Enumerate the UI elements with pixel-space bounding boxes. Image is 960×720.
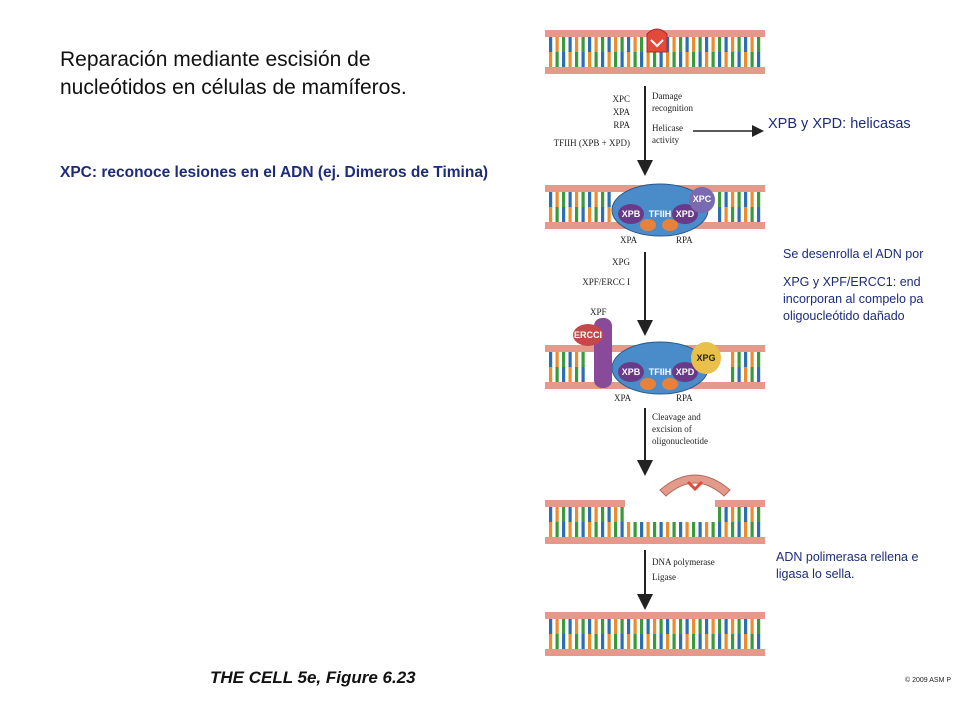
step1-process: Damage recognition Helicase activity (652, 91, 693, 145)
factor-xpa: XPA (613, 107, 631, 117)
polymerase-note: ADN polimerasa rellena e ligasa lo sella… (776, 549, 918, 583)
process-helicase: Helicase (652, 123, 683, 133)
lesion-icon (646, 28, 668, 53)
endonuclease-note-line2: incorporan al compelo pa (783, 292, 924, 306)
rpa-label-2: RPA (676, 393, 693, 403)
process-excision: excision of (652, 424, 692, 434)
endonuclease-note-line1: XPG y XPF/ERCC1: end (783, 275, 921, 289)
xpb-label-2: XPB (622, 367, 641, 377)
process-oligonucleotide: oligonucleotide (652, 436, 708, 446)
factor-xpf-ercc1: XPF/ERCC I (582, 277, 630, 287)
xpa-label-1: XPA (620, 235, 638, 245)
tfiih-label: TFIIH (649, 209, 672, 219)
dna-duplex-gapped (545, 500, 765, 544)
thymine-dimer-icon (650, 39, 664, 48)
process-polymerase: DNA polymerase (652, 557, 715, 567)
process-cleavage: Cleavage and (652, 412, 701, 422)
excised-lesion-icon (686, 480, 704, 492)
incision-complex: TFIIH XPB XPD ERCCI XPF XPG XPA RPA (573, 307, 721, 403)
helicase-note: XPB y XPD: helicasas (768, 116, 911, 132)
factor-tfiih: TFIIH (XPB + XPD) (554, 138, 630, 148)
page-title: Reparación mediante escisión de nucleóti… (60, 48, 407, 99)
dna-duplex-repaired (545, 612, 765, 656)
process-recognition: recognition (652, 103, 693, 113)
endonuclease-note: XPG y XPF/ERCC1: end incorporan al compe… (783, 274, 923, 325)
endonuclease-note-line3: oligoucleótido dañado (783, 309, 905, 323)
process-ligase: Ligase (652, 572, 676, 582)
polymerase-note-line1: ADN polimerasa rellena e (776, 550, 919, 564)
factor-rpa: RPA (613, 120, 630, 130)
xpa-label-2: XPA (614, 393, 632, 403)
xpc-description: XPC: reconoce lesiones en el ADN (ej. Di… (60, 164, 489, 181)
xpc-label: XPC (693, 194, 712, 204)
tfiih-label-2: TFIIH (649, 367, 672, 377)
factor-xpc: XPC (612, 94, 630, 104)
xpf-label: XPF (590, 307, 607, 317)
copyright-notice: © 2009 ASM P (905, 677, 952, 684)
xpd-label: XPD (676, 209, 695, 219)
xpg-label: XPG (696, 353, 715, 363)
step1-factors: XPC XPA RPA TFIIH (XPB + XPD) (554, 94, 631, 148)
process-activity: activity (652, 135, 679, 145)
tfiih-complex-1: TFIIH XPB XPD XPC XPA RPA (611, 183, 715, 245)
ner-diagram: XPC XPA RPA TFIIH (XPB + XPD) Damage rec… (545, 28, 765, 656)
figure-caption: THE CELL 5e, Figure 6.23 (210, 668, 416, 687)
factor-xpg: XPG (612, 257, 631, 267)
rpa-label-1: RPA (676, 235, 693, 245)
ercc1-label: ERCCI (574, 330, 602, 340)
excised-oligonucleotide (659, 474, 731, 497)
xpd-label-2: XPD (676, 367, 695, 377)
process-damage: Damage (652, 91, 682, 101)
unwind-note: Se desenrolla el ADN por (783, 247, 924, 261)
polymerase-note-line2: ligasa lo sella. (776, 567, 855, 581)
xpb-label: XPB (622, 209, 641, 219)
